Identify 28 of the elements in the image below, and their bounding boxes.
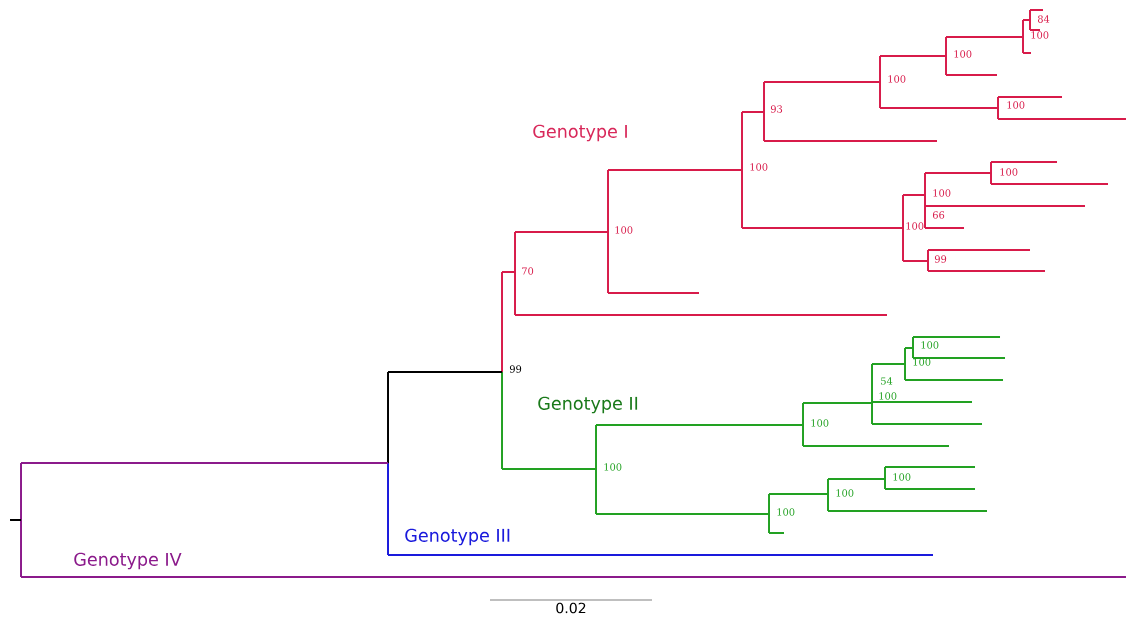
genotype-label: Genotype III	[405, 528, 510, 546]
genotype-label: Genotype I	[533, 124, 627, 142]
bootstrap-value: 100	[933, 189, 951, 197]
bootstrap-value: 100	[879, 392, 897, 400]
bootstrap-value: 100	[811, 419, 829, 427]
bootstrap-value: 70	[522, 267, 534, 275]
bootstrap-value: 100	[906, 222, 924, 230]
genotype-label: Genotype II	[538, 396, 638, 414]
bootstrap-value: 84	[1037, 15, 1050, 23]
bootstrap-value: 100	[1007, 101, 1025, 109]
bootstrap-value: 66	[932, 211, 945, 219]
scale-label: 0.02	[556, 602, 586, 614]
bootstrap-value: 100	[893, 473, 911, 481]
bootstrap-value: 100	[604, 463, 622, 471]
bootstrap-value: 93	[770, 105, 783, 113]
bootstrap-value: 100	[954, 50, 972, 58]
bootstrap-value: 100	[615, 226, 633, 234]
bootstrap-value: 100	[1000, 168, 1018, 176]
bootstrap-value: 99	[509, 365, 522, 373]
bootstrap-value: 100	[750, 163, 768, 171]
bootstrap-value: 100	[836, 489, 854, 497]
bootstrap-value: 99	[934, 255, 947, 263]
bootstrap-value: 100	[1031, 31, 1049, 39]
bootstrap-value: 100	[777, 508, 795, 516]
bootstrap-value: 54	[881, 377, 893, 385]
bootstrap-value: 100	[921, 341, 939, 349]
bootstrap-value: 100	[888, 75, 906, 83]
genotype-label: Genotype IV	[74, 552, 182, 570]
